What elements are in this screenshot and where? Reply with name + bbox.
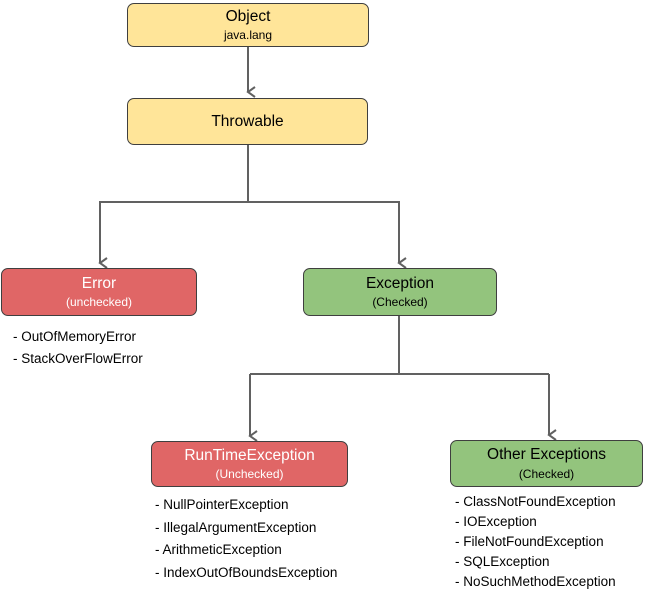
node-object[interactable]: Object java.lang: [127, 3, 369, 47]
node-exception[interactable]: Exception (Checked): [303, 268, 497, 316]
node-runtime-exception-label: RunTimeException: [184, 446, 315, 464]
node-object-label: Object: [225, 7, 271, 25]
list-item: - SQLException: [455, 554, 550, 569]
list-item: - IllegalArgumentException: [155, 519, 317, 535]
runtime-exception-subtypes-list: - NullPointerException - IllegalArgument…: [155, 494, 337, 584]
list-item: - StackOverFlowError: [13, 350, 143, 366]
node-other-exceptions-label: Other Exceptions: [487, 446, 606, 464]
list-item: - IOException: [455, 514, 537, 529]
list-item: - NullPointerException: [155, 497, 289, 512]
node-runtime-exception-sublabel: (Unchecked): [215, 467, 284, 482]
node-exception-sublabel: (Checked): [372, 295, 428, 310]
list-item: - IndexOutOfBoundsException: [155, 564, 338, 580]
list-item: - FileNotFoundException: [455, 534, 604, 549]
node-other-exceptions-sublabel: (Checked): [518, 466, 575, 481]
node-error[interactable]: Error (unchecked): [1, 268, 197, 316]
list-item: - OutOfMemoryError: [13, 329, 137, 344]
list-item: - ArithmeticException: [155, 542, 282, 557]
node-error-label: Error: [81, 274, 117, 292]
node-error-sublabel: (unchecked): [65, 295, 133, 310]
list-item: - ClassNotFoundException: [455, 494, 616, 509]
node-runtime-exception[interactable]: RunTimeException (Unchecked): [151, 441, 348, 487]
error-subtypes-list: - OutOfMemoryError - StackOverFlowError: [13, 326, 143, 369]
list-item: - NoSuchMethodException: [455, 574, 616, 589]
other-exceptions-subtypes-list: - ClassNotFoundException - IOException -…: [455, 492, 616, 592]
node-throwable-label: Throwable: [211, 112, 284, 130]
node-throwable[interactable]: Throwable: [127, 98, 368, 145]
node-other-exceptions[interactable]: Other Exceptions (Checked): [450, 440, 643, 487]
node-exception-label: Exception: [365, 274, 435, 292]
node-object-sublabel: java.lang: [223, 28, 273, 43]
